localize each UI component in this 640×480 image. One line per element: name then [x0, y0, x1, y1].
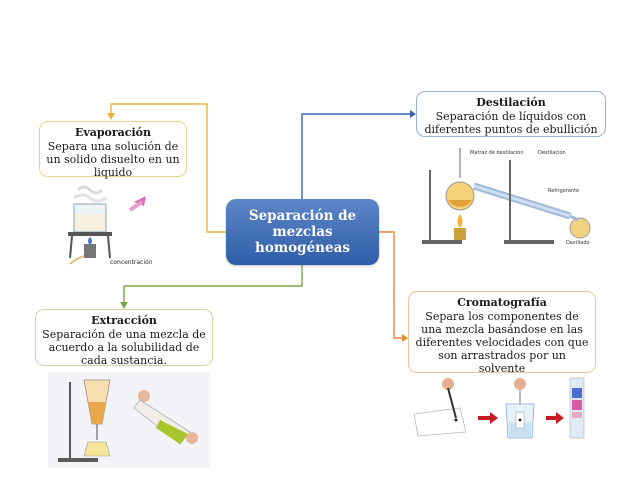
arrowhead-extraccion [120, 302, 128, 309]
extraction-illustration [48, 372, 210, 468]
node-cromatografia-title: Cromatografía [457, 296, 547, 309]
node-destilacion-text: Separación de líquidos con diferentes pu… [424, 110, 598, 136]
label-matraz: Matraz de destilación [470, 149, 524, 156]
node-extraccion-title: Extracción [91, 314, 157, 327]
label-destilado: Destilado [566, 240, 590, 246]
concentracion-label: concentración [110, 259, 153, 266]
node-destilacion-title: Destilación [476, 96, 546, 109]
node-extraccion-text: Separación de una mezcla de acuerdo a la… [42, 328, 206, 367]
node-extraccion: Extracción Separación de una mezcla de a… [35, 309, 213, 367]
connector-destilacion [301, 113, 413, 199]
distillation-illustration: Matraz de destilación Destilación Refrig… [422, 148, 591, 246]
node-destilacion: Destilación Separación de líquidos con d… [416, 91, 606, 137]
chromatography-illustration [413, 377, 585, 439]
label-destilacion: Destilación [538, 149, 566, 156]
node-evaporacion-title: Evaporación [74, 126, 152, 139]
node-evaporacion-text: Separa una solución de un solido disuelt… [46, 140, 180, 179]
node-cromatografia-text: Separa los componentes de una mezcla bas… [415, 310, 589, 375]
arrowhead-destilacion [410, 110, 416, 118]
node-evaporacion: Evaporación Separa una solución de un so… [39, 121, 187, 179]
label-refrigerante: Refrigerante [548, 188, 579, 194]
connector-cromatografia [379, 231, 405, 339]
central-topic-title: Separación de mezclas homogéneas [248, 208, 357, 256]
connector-extraccion [123, 265, 303, 306]
arrowhead-cromatografia [402, 334, 408, 342]
central-topic: Separación de mezclas homogéneas [226, 199, 379, 265]
node-cromatografia: Cromatografía Separa los componentes de … [408, 291, 596, 375]
arrowhead-evaporacion [107, 113, 115, 120]
evaporation-illustration: concentración [68, 185, 153, 266]
connector-evaporacion [110, 103, 226, 233]
